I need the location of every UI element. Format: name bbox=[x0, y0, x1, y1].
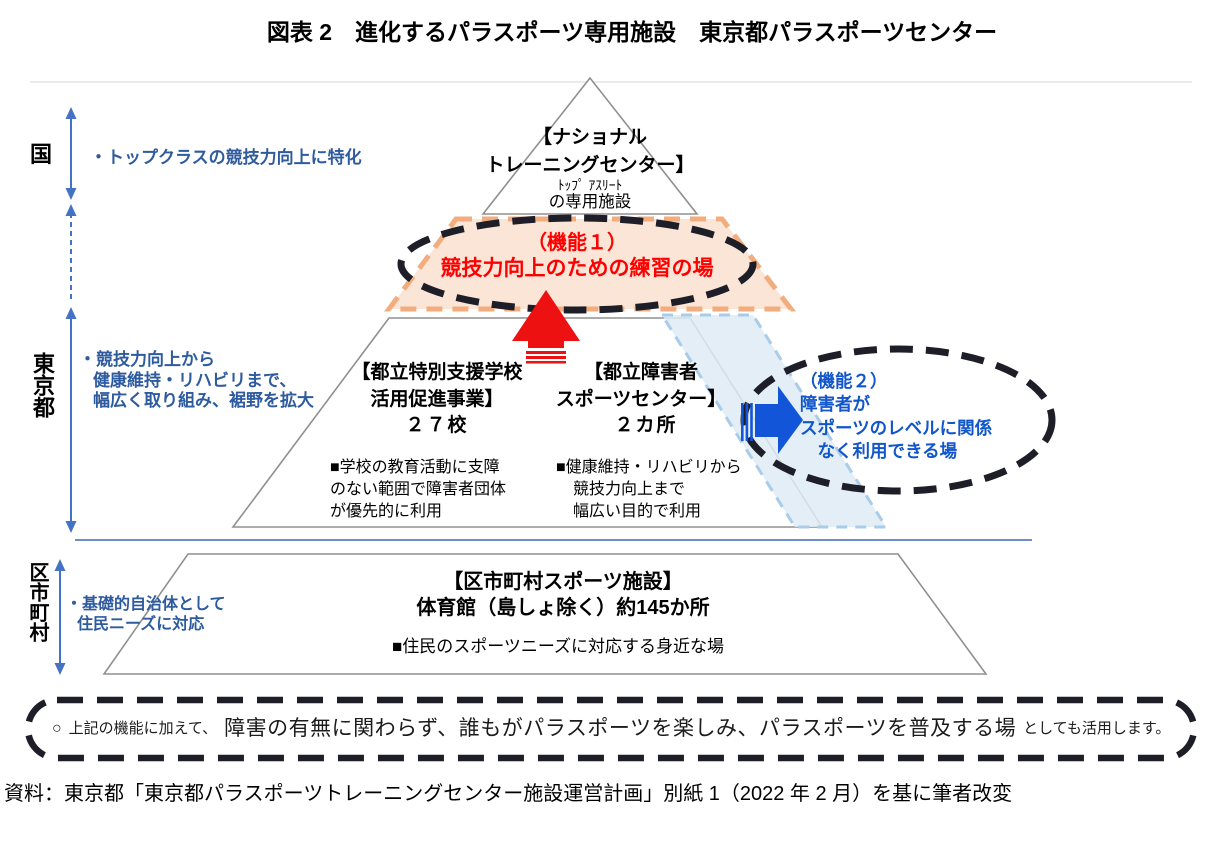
function2-ellipse bbox=[740, 345, 1056, 495]
red-arrow-line bbox=[526, 361, 566, 364]
axis-note-national: ・トップクラスの競技力向上に特化 bbox=[90, 148, 362, 167]
axis-label-national: 国 bbox=[30, 142, 53, 167]
footer-suffix: としても活用します。 bbox=[1023, 719, 1171, 737]
axis-label-tokyo: 東京都 bbox=[30, 352, 55, 418]
sports-center-count: ２カ所 bbox=[614, 415, 678, 436]
axis-arrowheads bbox=[54, 107, 77, 675]
function1-text: 競技力向上のための練習の場 bbox=[440, 257, 714, 280]
blue-arrow-bar bbox=[745, 403, 749, 441]
blue-arrow-bar bbox=[741, 403, 744, 441]
national-facility-name: 【ナショナル トレーニングセンター】 bbox=[485, 127, 695, 176]
red-up-arrow-icon bbox=[512, 290, 580, 348]
national-triangle bbox=[481, 76, 699, 215]
sports-center-name: 【都立障害者 スポーツセンター】 bbox=[555, 362, 727, 410]
axis-note-municipal: ・基礎的自治体として 住民ニーズに対応 bbox=[66, 596, 226, 633]
source-note: 資料：東京都「東京都パラスポーツトレーニングセンター施設運営計画」別紙 1（20… bbox=[4, 783, 1013, 805]
axis-arrows bbox=[59, 116, 72, 666]
footer-sentence: ○ 上記の機能に加えて、 障害の有無に関わらず、誰もがパラスポーツを楽しみ、パラ… bbox=[52, 700, 1192, 758]
red-arrow-line bbox=[526, 351, 566, 354]
school-name: 【都立特別支援学校 活用促進事業】 bbox=[351, 362, 523, 410]
blue-right-arrow-icon bbox=[755, 386, 803, 454]
national-facility-sub2: の専用施設 bbox=[548, 193, 632, 211]
footer-main: 障害の有無に関わらず、誰もがパラスポーツを楽しみ、パラスポーツを普及する場 bbox=[224, 716, 1017, 740]
axis-label-municipal: 区市町村 bbox=[26, 562, 48, 642]
figure-title: 図表 2 進化するパラスポーツ専用施設 東京都パラスポーツセンター bbox=[266, 19, 998, 45]
function2-text: （機能２） 障害者が スポーツのレベルに関係 なく利用できる場 bbox=[800, 371, 993, 461]
footer-dashed-box bbox=[24, 696, 1198, 762]
school-count: ２７校 bbox=[405, 415, 469, 436]
municipal-facility-name: 【区市町村スポーツ施設】 bbox=[443, 571, 683, 593]
municipal-facility-note: ■住民のスポーツニーズに対応する身近な場 bbox=[391, 637, 725, 656]
function1-ellipse bbox=[397, 214, 757, 314]
sports-center-note: ■健康維持・リハビリから 競技力向上まで 幅広い目的で利用 bbox=[556, 459, 742, 521]
footer-prefix: 上記の機能に加えて、 bbox=[68, 719, 218, 737]
municipal-facility-sub: 体育館（島しょ除く）約145か所 bbox=[416, 597, 710, 619]
municipal-trapezoid bbox=[102, 553, 988, 675]
blue-arrow-bar bbox=[750, 403, 753, 441]
national-facility-sub1: ﾄｯﾌﾟ ｱｽﾘｰﾄ bbox=[557, 178, 623, 193]
school-note: ■学校の教育活動に支障 のない範囲で障害者団体 が優先的に利用 bbox=[330, 459, 507, 521]
axis-note-tokyo: ・競技力向上から 健康維持・リハビリまで、 幅広く取り組み、裾野を拡大 bbox=[79, 350, 314, 411]
function1-label: （機能１） bbox=[527, 232, 627, 254]
red-arrow-line bbox=[526, 356, 566, 359]
footer-bullet-circle: ○ bbox=[52, 720, 62, 737]
